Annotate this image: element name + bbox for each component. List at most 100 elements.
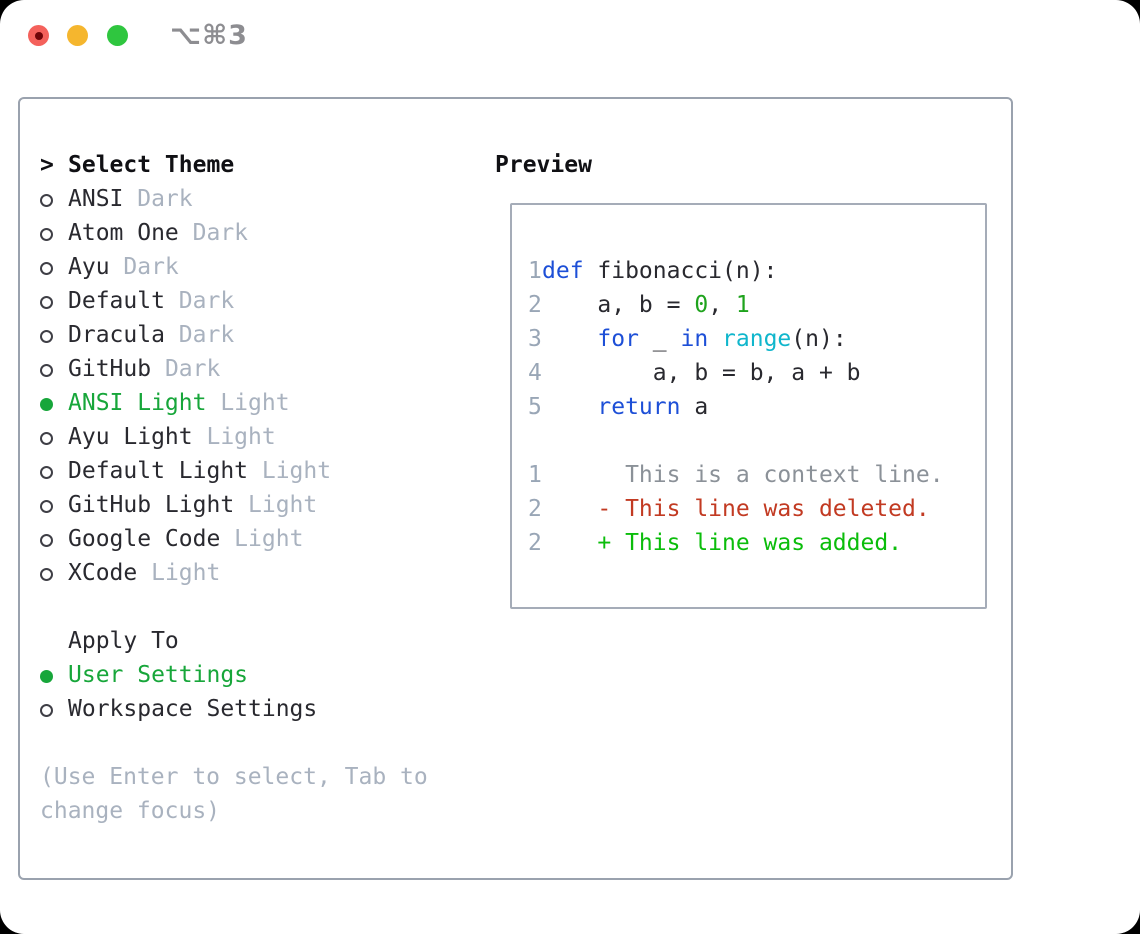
- code-segment-kw: in: [680, 326, 709, 352]
- code-segment-text: a, b =: [542, 292, 695, 318]
- theme-item-ayu-light[interactable]: Ayu Light Light: [40, 420, 428, 454]
- option-label: ANSI Light: [68, 390, 207, 416]
- option-label: Default: [68, 288, 165, 314]
- theme-item-google-code[interactable]: Google Code Light: [40, 522, 428, 556]
- code-segment-kw: for: [597, 326, 639, 352]
- line-number: 1: [528, 462, 542, 488]
- line-number: 2: [528, 292, 542, 318]
- code-segment-text: (n):: [791, 326, 847, 352]
- code-line: 1def fibonacci(n):: [528, 254, 981, 288]
- code-segment-ctx: This is a context line.: [542, 462, 944, 488]
- code-segment-text: ,: [708, 292, 736, 318]
- radio-unselected-icon: [40, 488, 68, 522]
- variant-tag: Light: [192, 424, 276, 450]
- code-segment-text: _: [638, 326, 681, 352]
- help-text-line1: (Use Enter to select, Tab to: [40, 764, 428, 790]
- code-segment-fn: range: [722, 326, 792, 352]
- radio-unselected-icon: [40, 250, 68, 284]
- theme-item-github-light[interactable]: GitHub Light Light: [40, 488, 428, 522]
- close-button-icon[interactable]: [28, 25, 49, 46]
- apply-option-workspace-settings[interactable]: Workspace Settings: [40, 692, 428, 726]
- code-line: 1 This is a context line.: [528, 458, 981, 492]
- code-line: 5 return a: [528, 390, 981, 424]
- variant-tag: Dark: [178, 220, 249, 246]
- prompt-icon: >: [40, 152, 54, 178]
- variant-tag: Dark: [151, 356, 221, 382]
- radio-unselected-icon: [40, 692, 68, 726]
- theme-item-ayu[interactable]: Ayu Dark: [40, 250, 428, 284]
- option-label: ANSI: [68, 186, 124, 212]
- variant-tag: Dark: [123, 186, 193, 212]
- option-label: Workspace Settings: [68, 696, 318, 722]
- line-number: 1: [528, 258, 542, 284]
- zoom-button-icon[interactable]: [107, 25, 128, 46]
- minimize-button-icon[interactable]: [67, 25, 88, 46]
- option-label: User Settings: [68, 662, 249, 688]
- theme-item-github[interactable]: GitHub Dark: [40, 352, 428, 386]
- code-line: 3 for _ in range(n):: [528, 322, 981, 356]
- apply-option-user-settings[interactable]: User Settings: [40, 658, 428, 692]
- theme-item-default[interactable]: Default Dark: [40, 284, 428, 318]
- radio-selected-icon: [40, 386, 68, 420]
- line-number: 4: [528, 360, 542, 386]
- option-label: GitHub: [68, 356, 152, 382]
- code-segment-text: a, b = b, a + b: [542, 360, 861, 386]
- theme-item-xcode[interactable]: XCode Light: [40, 556, 428, 590]
- window-shortcut-label: ⌥⌘3: [170, 20, 248, 51]
- theme-item-atom-one[interactable]: Atom One Dark: [40, 216, 428, 250]
- help-text-line2: change focus): [40, 798, 221, 824]
- code-segment-num: 0: [694, 292, 709, 318]
- line-number: 2: [528, 496, 542, 522]
- select-theme-title: Select Theme: [68, 152, 235, 178]
- code-segment-text: [542, 394, 597, 420]
- line-number: 2: [528, 530, 542, 556]
- theme-item-ansi[interactable]: ANSI Dark: [40, 182, 428, 216]
- radio-unselected-icon: [40, 216, 68, 250]
- variant-tag: Light: [206, 390, 290, 416]
- line-number: 3: [528, 326, 542, 352]
- variant-tag: Dark: [164, 322, 235, 348]
- code-segment-text: [542, 496, 597, 522]
- close-button-dot: [34, 31, 43, 40]
- radio-unselected-icon: [40, 284, 68, 318]
- code-segment-kw: def: [542, 258, 584, 284]
- option-label: Google Code: [68, 526, 221, 552]
- radio-selected-icon: [40, 658, 68, 692]
- option-label: Ayu: [68, 254, 110, 280]
- code-segment-text: a: [680, 394, 709, 420]
- option-label: Ayu Light: [68, 424, 193, 450]
- select-theme-header: > Select Theme: [40, 148, 428, 182]
- code-segment-del: - This line was deleted.: [597, 496, 930, 522]
- variant-tag: Light: [137, 560, 221, 586]
- code-line: [528, 424, 981, 458]
- radio-unselected-icon: [40, 420, 68, 454]
- code-line: 2 - This line was deleted.: [528, 492, 981, 526]
- apply-to-title: Apply To: [68, 628, 179, 654]
- radio-unselected-icon: [40, 182, 68, 216]
- code-segment-text: [708, 326, 722, 352]
- code-line: 2 a, b = 0, 1: [528, 288, 981, 322]
- code-segment-text: [542, 530, 597, 556]
- line-number: 5: [528, 394, 542, 420]
- radio-unselected-icon: [40, 454, 68, 488]
- variant-tag: Dark: [109, 254, 179, 280]
- theme-item-ansi-light[interactable]: ANSI Light Light: [40, 386, 428, 420]
- code-segment-kw: return: [597, 394, 681, 420]
- radio-unselected-icon: [40, 352, 68, 386]
- spacer-row: [40, 726, 428, 760]
- apply-to-header: Apply To: [40, 624, 428, 658]
- preview-title: Preview: [495, 152, 592, 178]
- option-label: XCode: [68, 560, 138, 586]
- spacer-row: [40, 590, 428, 624]
- variant-tag: Light: [248, 458, 332, 484]
- theme-item-dracula[interactable]: Dracula Dark: [40, 318, 428, 352]
- code-segment-num: 1: [735, 292, 750, 318]
- theme-item-default-light[interactable]: Default Light Light: [40, 454, 428, 488]
- code-line: 4 a, b = b, a + b: [528, 356, 981, 390]
